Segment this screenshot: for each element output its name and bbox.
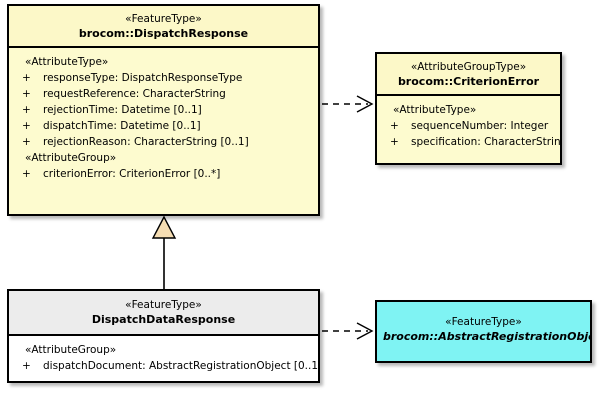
class-body-dispatch-response: «AttributeType» + responseType: Dispatch… bbox=[9, 48, 318, 188]
hollow-triangle-arrowhead-icon bbox=[151, 215, 177, 239]
open-arrowhead-icon bbox=[356, 95, 374, 113]
visibility-marker: + bbox=[390, 136, 399, 148]
visibility-marker: + bbox=[22, 136, 31, 148]
attribute-text: rejectionTime: Datetime [0..1] bbox=[43, 104, 202, 116]
visibility-marker: + bbox=[22, 168, 31, 180]
class-header-dispatch-response: «FeatureType» brocom::DispatchResponse bbox=[9, 6, 318, 48]
class-body-dispatch-data-response: «AttributeGroup» + dispatchDocument: Abs… bbox=[9, 336, 318, 380]
attribute-group-label: «AttributeGroup» bbox=[25, 344, 117, 356]
dependency-dispatch-data-response-to-abstract-registration-object bbox=[322, 322, 374, 340]
attribute-row[interactable]: + rejectionTime: Datetime [0..1] bbox=[13, 102, 314, 118]
class-name: DispatchDataResponse bbox=[91, 313, 236, 326]
generalization-dispatch-data-response-to-dispatch-response bbox=[151, 215, 177, 289]
attribute-row[interactable]: + rejectionReason: CharacterString [0..1… bbox=[13, 134, 314, 150]
visibility-marker: + bbox=[390, 120, 399, 132]
class-name: brocom::CriterionError bbox=[397, 75, 540, 88]
visibility-marker: + bbox=[22, 360, 31, 372]
class-body-criterion-error: «AttributeType» + sequenceNumber: Intege… bbox=[377, 96, 560, 156]
class-stereotype: «FeatureType» bbox=[125, 299, 202, 311]
attribute-text: rejectionReason: CharacterString [0..1] bbox=[43, 136, 249, 148]
visibility-marker: + bbox=[22, 88, 31, 100]
class-header-abstract-registration-object: «FeatureType» brocom::AbstractRegistrati… bbox=[377, 302, 590, 349]
class-stereotype: «AttributeGroupType» bbox=[410, 61, 527, 73]
class-name: brocom::DispatchResponse bbox=[78, 27, 249, 40]
visibility-marker: + bbox=[22, 104, 31, 116]
open-arrowhead-icon bbox=[356, 322, 374, 340]
attribute-text: dispatchDocument: AbstractRegistrationOb… bbox=[43, 360, 320, 372]
class-stereotype: «FeatureType» bbox=[125, 13, 202, 25]
attribute-row[interactable]: + criterionError: CriterionError [0..*] bbox=[13, 166, 314, 182]
attribute-group-label: «AttributeType» bbox=[25, 56, 109, 68]
attribute-row[interactable]: + requestReference: CharacterString bbox=[13, 86, 314, 102]
class-name: brocom::AbstractRegistrationObject bbox=[383, 330, 592, 343]
class-header-criterion-error: «AttributeGroupType» brocom::CriterionEr… bbox=[377, 54, 560, 96]
class-box-dispatch-data-response[interactable]: «FeatureType» DispatchDataResponse «Attr… bbox=[7, 289, 320, 383]
attribute-row[interactable]: + dispatchTime: Datetime [0..1] bbox=[13, 118, 314, 134]
class-box-criterion-error[interactable]: «AttributeGroupType» brocom::CriterionEr… bbox=[375, 52, 562, 165]
attribute-text: sequenceNumber: Integer bbox=[411, 120, 549, 132]
attribute-text: requestReference: CharacterString bbox=[43, 88, 226, 100]
attribute-group-label: «AttributeType» bbox=[393, 104, 477, 116]
attribute-row[interactable]: + dispatchDocument: AbstractRegistration… bbox=[13, 358, 318, 374]
attribute-text: dispatchTime: Datetime [0..1] bbox=[43, 120, 201, 132]
attribute-group-label: «AttributeGroup» bbox=[25, 152, 117, 164]
attribute-row[interactable]: + sequenceNumber: Integer bbox=[381, 118, 556, 134]
attribute-text: specification: CharacterString bbox=[411, 136, 562, 148]
attribute-row[interactable]: + specification: CharacterString bbox=[381, 134, 560, 150]
attribute-text: criterionError: CriterionError [0..*] bbox=[43, 168, 221, 180]
attribute-row[interactable]: + responseType: DispatchResponseType bbox=[13, 70, 314, 86]
class-box-dispatch-response[interactable]: «FeatureType» brocom::DispatchResponse «… bbox=[7, 4, 320, 216]
dependency-dispatch-response-to-criterion-error bbox=[322, 95, 374, 113]
class-stereotype: «FeatureType» bbox=[445, 316, 522, 328]
visibility-marker: + bbox=[22, 120, 31, 132]
class-header-dispatch-data-response: «FeatureType» DispatchDataResponse bbox=[9, 291, 318, 336]
class-box-abstract-registration-object[interactable]: «FeatureType» brocom::AbstractRegistrati… bbox=[375, 300, 592, 363]
attribute-text: responseType: DispatchResponseType bbox=[43, 72, 243, 84]
visibility-marker: + bbox=[22, 72, 31, 84]
